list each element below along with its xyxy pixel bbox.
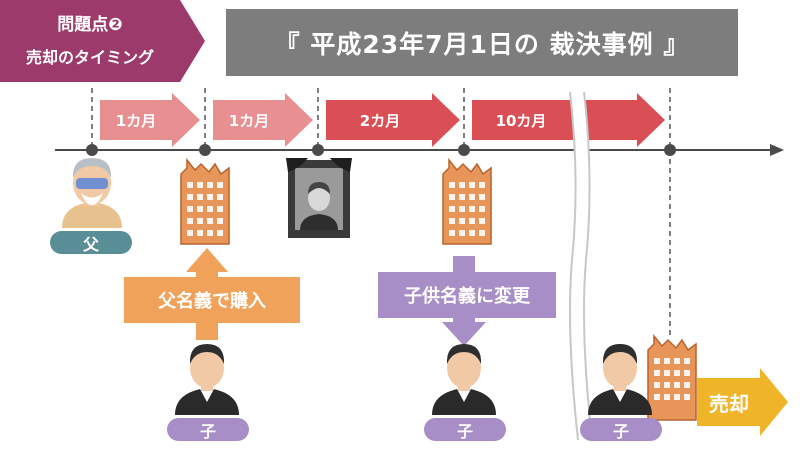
child-label: 子 [167, 418, 249, 441]
change-caption: 子供名義に変更 [404, 286, 530, 307]
timeline-point [664, 144, 676, 156]
period-label-4: 10カ月 [495, 112, 547, 130]
period-arrow-4 [472, 93, 665, 147]
issue-tag: 問題点❷ 売却のタイミング [0, 0, 205, 82]
memorial-portrait-icon [286, 158, 352, 238]
timeline-point [86, 144, 98, 156]
child-icon [588, 344, 652, 415]
building-icon [180, 157, 230, 245]
child-label: 子 [424, 418, 506, 441]
timeline-point [312, 144, 324, 156]
period-label-3: 2カ月 [359, 112, 401, 130]
timeline-arrowhead [770, 144, 784, 156]
period-arrows [100, 93, 665, 147]
page-title: 『 平成23年7月1日の 裁決事例 』 [226, 9, 738, 76]
child-icon [175, 344, 239, 415]
issue-number: 問題点❷ [57, 15, 123, 35]
sale-arrow [697, 368, 788, 436]
change-caption-bg [378, 272, 556, 318]
time-break [569, 91, 593, 441]
period-arrow-2 [213, 93, 313, 147]
purchase-caption-bg [124, 277, 300, 323]
child-label: 子 [580, 418, 662, 441]
father-label: 父 [50, 231, 132, 254]
child-icon [432, 344, 496, 415]
purchase-caption: 父名義で購入 [158, 291, 266, 312]
issue-topic: 売却のタイミング [25, 48, 154, 67]
building-icon [647, 333, 697, 421]
period-arrow-1 [100, 93, 200, 147]
period-arrow-3 [326, 93, 460, 147]
period-label-1: 1カ月 [115, 112, 157, 130]
timeline-point [458, 144, 470, 156]
timeline-points [86, 144, 676, 156]
father-icon [62, 158, 122, 228]
period-label-2: 1カ月 [228, 112, 270, 130]
building-icon [442, 157, 492, 245]
sale-caption: 売却 [709, 391, 749, 416]
timeline-point [199, 144, 211, 156]
